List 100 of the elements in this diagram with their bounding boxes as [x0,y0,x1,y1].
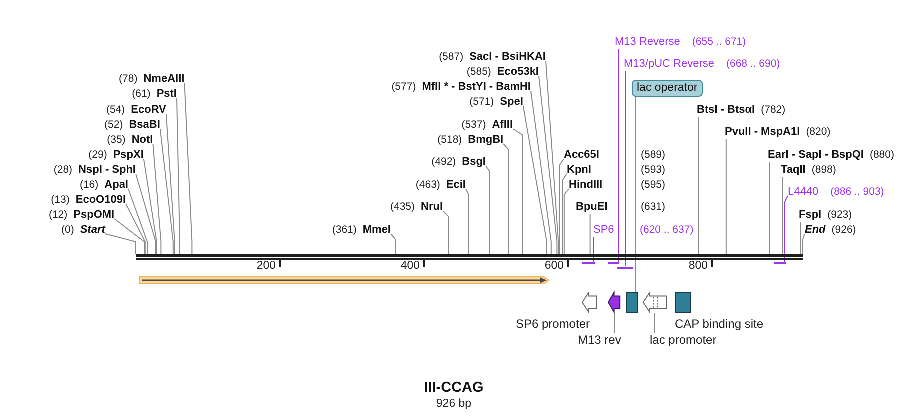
position-number: (492) [432,155,456,169]
leader-line [176,98,180,254]
position-number: (631) [641,200,666,214]
enzyme-name: TaqII [781,163,806,177]
leader-line [614,312,616,334]
enzyme-name: Acc65I [564,148,600,162]
primer-name: SP6 [594,223,614,237]
position-number: (595) [641,178,666,192]
enzyme-name: SpeI [500,95,524,109]
leader-line [784,196,788,262]
enzyme-name: NotI [132,133,154,147]
leader-line [126,204,146,254]
promoter-feature [642,292,667,313]
position-number: (35) [107,133,126,147]
leader-line [564,188,570,254]
enzyme-name: PvuII - MspA1I [725,125,800,139]
leader-line [530,90,552,254]
sequence-length: 926 bp [436,398,472,411]
enzyme-name: NmeAIII [144,72,185,86]
leader-line [782,176,784,254]
map-title: III-CCAG [424,380,484,397]
position-number: (12) [48,208,68,222]
position-number: (537) [462,118,486,132]
enzyme-name: NspI - SphI [78,163,136,177]
leader-line [522,106,548,254]
position-number: (463) [416,178,440,192]
enzyme-name: FspI [799,208,822,222]
leader-line [128,188,148,254]
position-number: (593) [641,163,666,177]
enzyme-name: Eco53kI [497,65,539,79]
enzyme-name: PspXI [113,148,144,162]
leader-line [769,162,770,254]
map-end-label: Start [80,223,106,237]
position-number: (28) [54,163,73,177]
leader-line [104,234,136,254]
enzyme-name: EciI [446,178,466,192]
enzyme-name: EcoO109I [76,193,126,207]
enzyme-name: MmeI [362,223,391,237]
position-range: (620 .. 637) [640,223,694,237]
position-number: (898) [812,163,836,177]
position-number: (587) [439,50,464,64]
binding-site-feature [626,292,638,313]
position-number: (926) [832,223,856,237]
position-number: (54) [106,103,126,117]
map-end-label: End [805,223,826,237]
tick-label: 600 [544,260,564,273]
enzyme-name: BtsI - BtsαI [697,103,756,117]
enzyme-name: AflII [492,118,513,132]
enzyme-name: HindIII [569,178,603,192]
leader-line [486,166,490,254]
feature-label: lac promoter [650,333,717,347]
leader-line [698,116,700,254]
enzyme-name: BmgBI [468,133,504,147]
primer-name: L4440 [788,185,819,199]
position-number: (571) [470,95,494,109]
enzyme-name: MflI * - BstYI - BamHI [422,80,531,94]
enzyme-name: EcoRV [131,103,166,117]
feature-label: M13 rev [578,333,622,347]
leader-line [152,144,162,254]
position-number: (923) [828,208,852,222]
leader-line [442,210,450,254]
primer-name: M13/pUC Reverse [624,57,714,71]
leader-line [654,312,656,334]
leader-line [390,234,396,254]
position-range: (668 .. 690) [726,57,780,71]
tick-label: 200 [256,260,276,273]
position-number: (78) [119,72,138,86]
position-number: (435) [390,200,415,214]
leader-line [466,188,470,254]
enzyme-name: PspOMI [74,208,115,222]
position-number: (361) [332,223,357,237]
leader-line [802,234,806,254]
enzyme-name: PstI [156,87,177,101]
leader-line [143,158,158,254]
position-range: (655 .. 671) [692,35,746,49]
enzyme-name: BsgI [462,155,486,169]
leader-line [562,174,568,254]
feature-label: CAP binding site [675,317,764,331]
position-number: (782) [761,103,786,117]
position-number: (577) [392,80,416,94]
leader-line [546,60,560,254]
position-number: (61) [132,87,151,101]
enzyme-name: BsaBI [129,118,160,132]
dna-backbone [136,254,803,260]
position-number: (820) [806,125,831,139]
primer-name: M13 Reverse [615,35,680,49]
enzyme-name: KpnI [567,163,592,177]
position-number: (518) [438,133,462,147]
leader-line [618,48,619,262]
position-number: (589) [641,148,666,162]
primer-site-feature [608,292,621,313]
position-number: (585) [466,65,492,79]
leader-line [800,222,802,254]
tick-label: 400 [400,260,420,273]
position-number: (16) [80,178,99,192]
enzyme-name: ApaI [104,178,128,192]
enzyme-name: NruI [421,200,443,214]
leader-line [114,218,146,254]
leader-line [726,138,727,254]
position-number: (13) [51,193,70,207]
